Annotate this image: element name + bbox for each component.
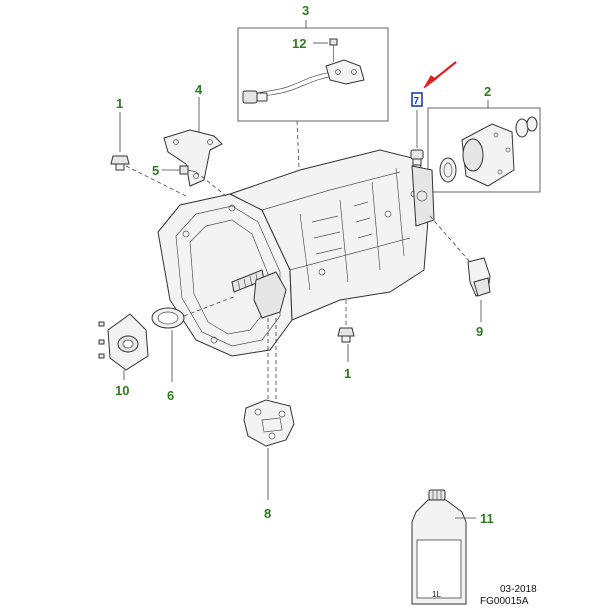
inset-box-rear-housing: 2 (409, 84, 541, 193)
highlight-box-7 (411, 92, 423, 107)
bottle-label: 1L (432, 590, 441, 599)
red-arrow-icon (423, 61, 457, 89)
harness-bracket (325, 59, 365, 85)
callout-2: 2 (484, 84, 491, 99)
callout-3: 3 (302, 3, 309, 18)
callout-10: 10 (115, 383, 129, 398)
callout-7: 7 (414, 96, 420, 107)
callout-4: 4 (195, 82, 203, 97)
breather-7: 7 (410, 61, 457, 166)
callout-9: 9 (476, 324, 483, 339)
callout-11: 11 (480, 511, 494, 526)
harness-wire (247, 71, 335, 97)
sensor-9: 9 (429, 215, 491, 339)
callout-1-bottom: 1 (344, 366, 351, 381)
bolt-1-left: 1 (110, 96, 187, 197)
callout-6: 6 (167, 388, 174, 403)
callout-8: 8 (264, 506, 271, 521)
bolt-12 (329, 38, 338, 62)
bracket-4: 4 (163, 82, 223, 187)
gasket-6: 6 (151, 295, 237, 403)
bolt-5: 5 (152, 163, 227, 197)
oil-bottle-11: 1L 11 (411, 489, 494, 605)
callout-12: 12 (292, 36, 306, 51)
callout-1-top: 1 (116, 96, 123, 111)
cover-bolts (98, 321, 105, 359)
harness-connector (242, 90, 268, 104)
callout-5: 5 (152, 163, 159, 178)
cover-plate-10: 10 (98, 313, 149, 398)
slave-cylinder-8: 8 (243, 318, 295, 521)
inset-box-harness: 12 3 (237, 3, 389, 191)
footer-code: FG00015A (480, 596, 529, 607)
bolt-1-bottom: 1 (337, 300, 355, 381)
footer-date: 03-2018 (500, 584, 537, 595)
transmission-case (157, 149, 435, 357)
